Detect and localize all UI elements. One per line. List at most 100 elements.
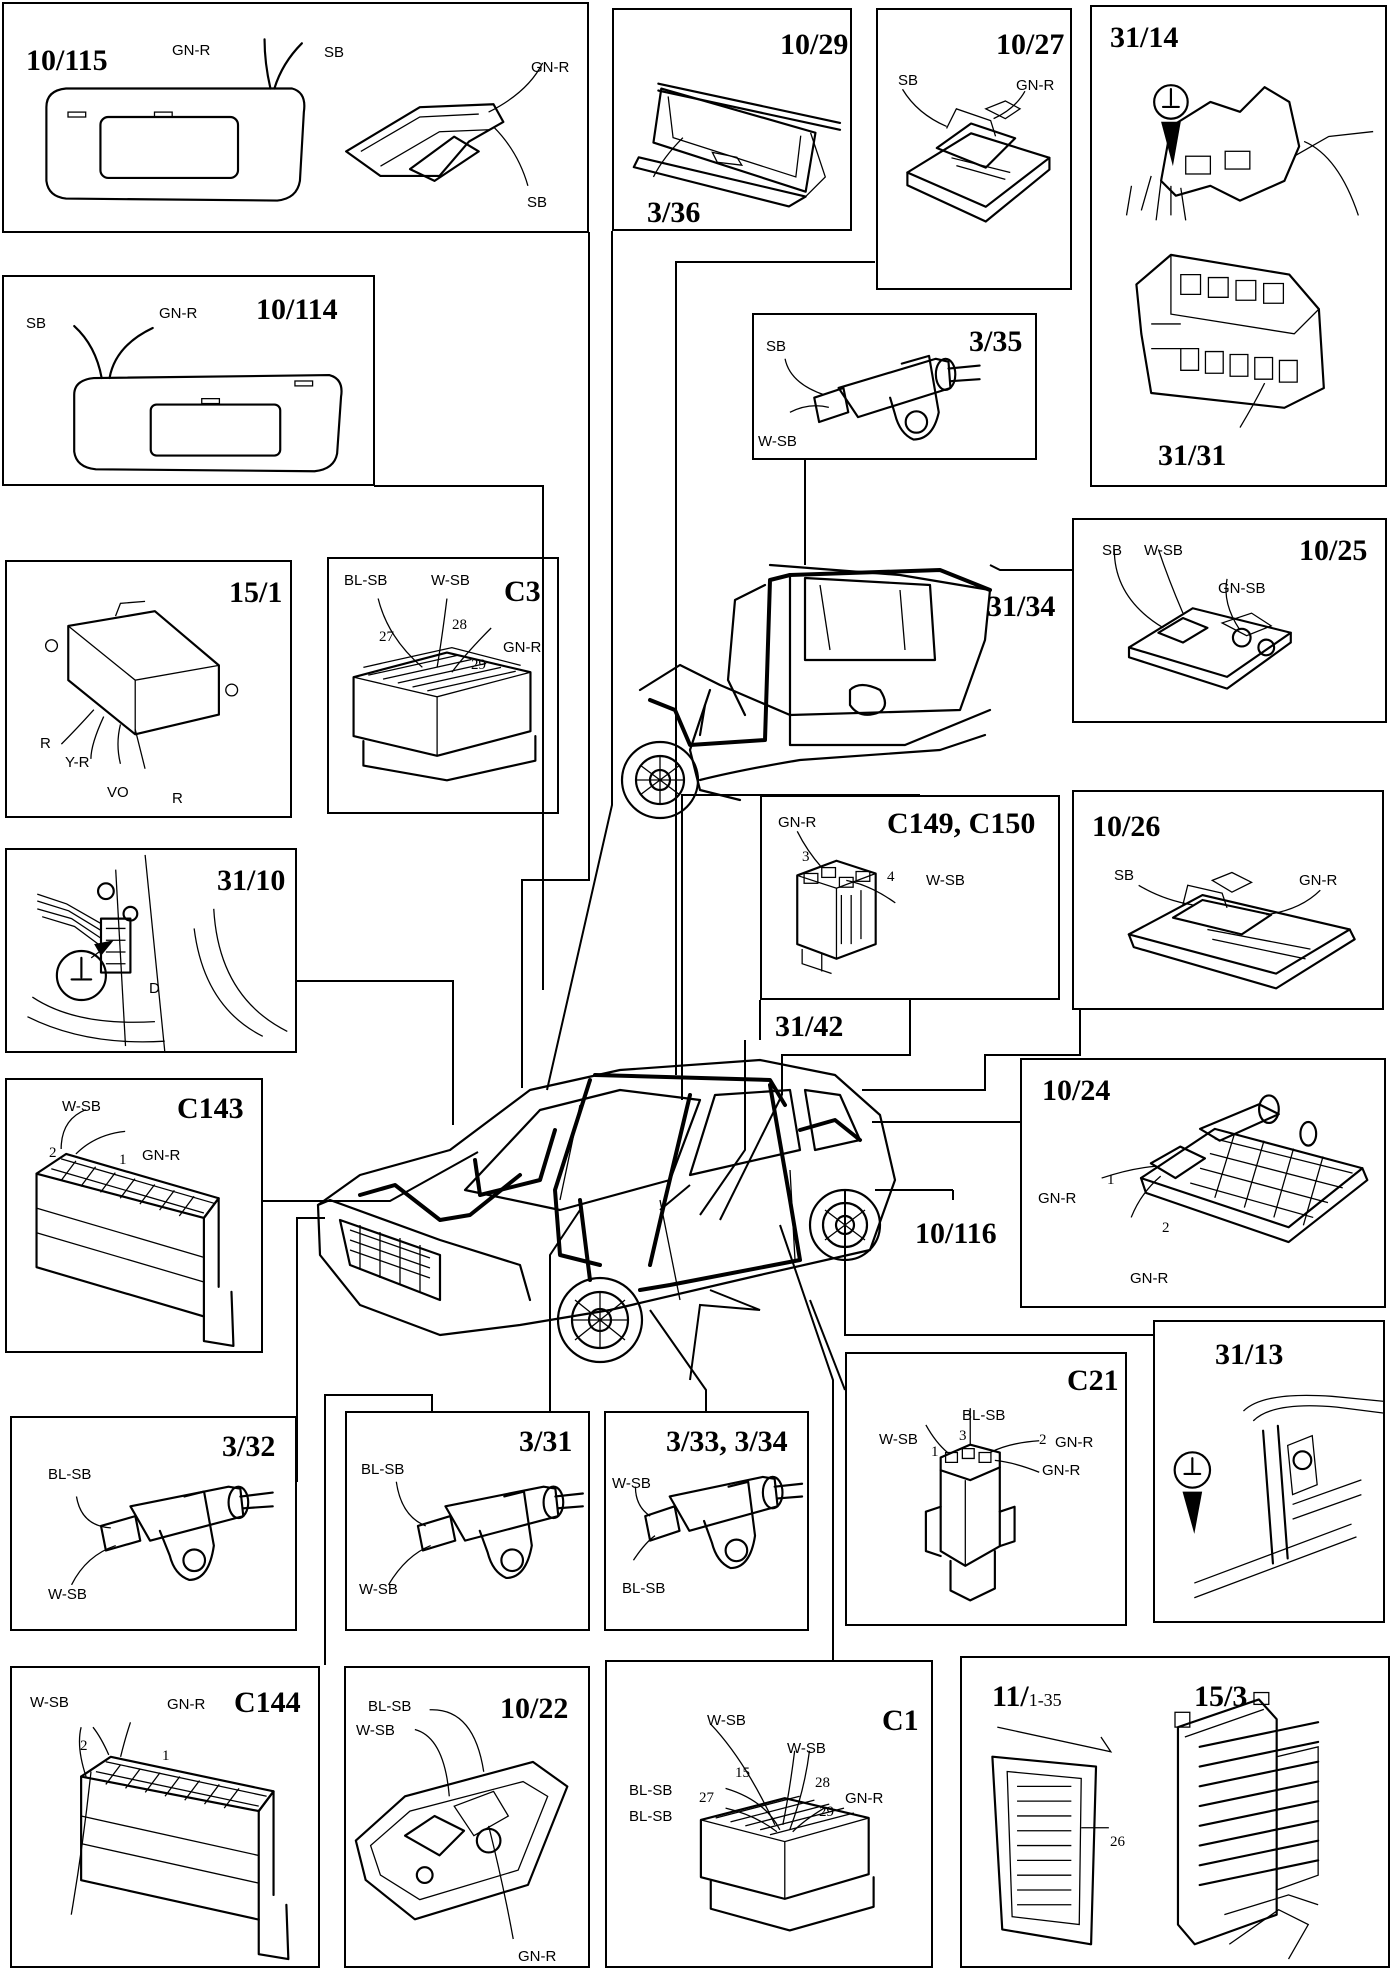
panel-10-114-title: 10/114 — [256, 293, 338, 326]
pin-number: 28 — [815, 1775, 830, 1791]
panel-c21-title: C21 — [1067, 1364, 1119, 1397]
wire-label: R — [172, 790, 183, 807]
wire-label: GN-R — [142, 1147, 181, 1164]
pin-number: 29 — [471, 657, 486, 673]
sedan-car — [316, 1058, 897, 1364]
panel-11-title-main: 11/ — [992, 1680, 1029, 1713]
glovebox-light-drawing — [632, 82, 842, 208]
ground-point-drawing — [1125, 84, 1374, 428]
wire-label: BL-SB — [48, 1466, 92, 1483]
panel-10-115: 10/115 GN-R SB GN-R SB — [2, 2, 589, 233]
panel-10-25: SB W-SB 10/25 GN-SB — [1072, 518, 1387, 723]
wire-label: W-SB — [879, 1431, 918, 1448]
panel-10-24: 10/24 1 GN-R 2 GN-R — [1020, 1058, 1386, 1308]
pin-number: 3 — [959, 1428, 967, 1444]
panel-c149-c150: GN-R C149, C150 3 4 W-SB — [760, 795, 1060, 1000]
panel-10-22: BL-SB W-SB 10/22 GN-R — [344, 1666, 590, 1968]
wire-label: W-SB — [431, 572, 470, 589]
panel-c143-title: C143 — [177, 1092, 244, 1125]
panel-10-25-title: 10/25 — [1299, 534, 1368, 567]
panel-10-26: 10/26 SB GN-R — [1072, 790, 1384, 1010]
panel-31-13-title: 31/13 — [1215, 1338, 1284, 1371]
pin-number: 26 — [1110, 1834, 1125, 1850]
wire-label: GN-R — [845, 1790, 884, 1807]
pin-number: 1 — [931, 1444, 939, 1460]
pin-number: 2 — [80, 1738, 88, 1754]
panel-11-title: 11/1-35 — [992, 1680, 1062, 1714]
wire-label: R — [40, 735, 51, 752]
panel-c3: BL-SB W-SB C3 27 28 GN-R 29 — [327, 557, 559, 814]
panel-10-29: 10/29 3/36 — [612, 8, 852, 231]
connector-c143-drawing — [35, 1109, 235, 1348]
wire-label: SB — [1114, 867, 1135, 884]
callout-31-34: 31/34 — [987, 590, 1056, 623]
callout-10-116: 10/116 — [915, 1217, 997, 1250]
lamp-drawing — [901, 88, 1051, 223]
panel-31-14-title: 31/14 — [1110, 21, 1179, 54]
lamp-drawing — [1101, 1094, 1369, 1244]
panel-3-36-title: 3/36 — [647, 196, 701, 229]
wire-label: SB — [898, 72, 919, 89]
wire-label: W-SB — [1144, 542, 1183, 559]
panel-3-33-title: 3/33, 3/34 — [666, 1425, 788, 1458]
wire-label: W-SB — [48, 1586, 87, 1603]
wire-label: W-SB — [758, 433, 797, 450]
door-switch-drawing — [70, 1485, 274, 1586]
panel-10-26-title: 10/26 — [1092, 810, 1161, 843]
pin-number: 15 — [735, 1765, 750, 1781]
panel-31-31-title: 31/31 — [1158, 439, 1227, 472]
wire-label: GN-R — [1130, 1270, 1169, 1287]
panel-31-10-title: 31/10 — [217, 864, 286, 897]
panel-31-13: 31/13 — [1153, 1320, 1385, 1623]
wire-label: SB — [1102, 542, 1123, 559]
panel-3-32: 3/32 BL-SB W-SB — [10, 1416, 297, 1631]
pin-number: 1 — [162, 1748, 170, 1764]
cargo-lamp-drawing — [1113, 549, 1292, 690]
wire-label: SB — [324, 44, 345, 61]
panel-c3-title: C3 — [504, 575, 541, 608]
wire-label: BL-SB — [622, 1580, 666, 1597]
wire-label: SB — [26, 315, 47, 332]
wire-label: W-SB — [707, 1712, 746, 1729]
wire-label: W-SB — [926, 872, 965, 889]
door-switch-drawing — [632, 1475, 804, 1570]
panel-11-title-sub: 1-35 — [1028, 1690, 1062, 1710]
panel-10-22-title: 10/22 — [500, 1692, 569, 1725]
wire-label: GN-SB — [1218, 580, 1266, 597]
wire-label: GN-R — [778, 814, 817, 831]
wire-label: W-SB — [359, 1581, 398, 1598]
wire-label: VO — [107, 784, 129, 801]
wire-label: W-SB — [356, 1722, 395, 1739]
panel-11-15-3: 11/1-35 15/3 26 — [960, 1656, 1390, 1968]
pin-number: 2 — [1162, 1220, 1170, 1236]
callout-31-42: 31/42 — [775, 1010, 844, 1043]
wire-label: Y-R — [65, 754, 90, 771]
pin-number: 4 — [887, 869, 895, 885]
pin-number: 27 — [699, 1790, 714, 1806]
wire-label: BL-SB — [344, 572, 388, 589]
wire-label: W-SB — [787, 1740, 826, 1757]
estate-car-rear — [620, 563, 992, 820]
pin-number: 3 — [802, 849, 810, 865]
wire-label: BL-SB — [368, 1698, 412, 1715]
wire-label: BL-SB — [629, 1782, 673, 1799]
wire-label: GN-R — [503, 639, 542, 656]
panel-c144: W-SB GN-R C144 2 1 — [10, 1666, 320, 1968]
wire-label: GN-R — [531, 59, 570, 76]
panel-10-24-title: 10/24 — [1042, 1074, 1111, 1107]
panel-3-35: SB 3/35 W-SB — [752, 313, 1037, 460]
wire-label: W-SB — [62, 1098, 101, 1115]
wire-label: GN-R — [1038, 1190, 1077, 1207]
wire-label: GN-R — [167, 1696, 206, 1713]
pin-number: 1 — [119, 1152, 127, 1168]
connector-c144-drawing — [70, 1722, 290, 1961]
panel-3-35-title: 3/35 — [969, 325, 1023, 358]
wire-label: GN-R — [1016, 77, 1055, 94]
pin-number: 27 — [379, 629, 394, 645]
wire-label: GN-R — [518, 1948, 557, 1965]
wire-label: BL-SB — [361, 1461, 405, 1478]
wire-label: BL-SB — [962, 1407, 1006, 1424]
panel-c1-title: C1 — [882, 1704, 919, 1737]
panel-3-32-title: 3/32 — [222, 1430, 276, 1463]
panel-c21: C21 BL-SB 3 W-SB 1 2 GN-R GN-R — [845, 1352, 1127, 1626]
